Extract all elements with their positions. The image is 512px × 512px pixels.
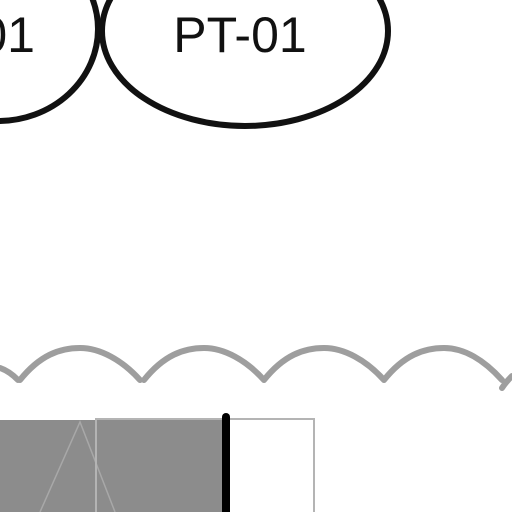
tag-bubble-1-label: 01 [0, 7, 35, 63]
tag-bubble-2-label: PT-01 [173, 7, 306, 63]
tag-bubble-2-outline [99, 0, 391, 129]
scallop-valance-line [0, 344, 512, 391]
frame-outline [95, 418, 315, 512]
tag-bubble-1-outline [0, 0, 101, 124]
panel-diagonal-lines [39, 420, 116, 512]
shaded-panel [0, 420, 222, 512]
tag-bubble-2[interactable]: PT-01 [99, 0, 391, 129]
tag-bubble-1[interactable]: 01 [0, 0, 101, 124]
